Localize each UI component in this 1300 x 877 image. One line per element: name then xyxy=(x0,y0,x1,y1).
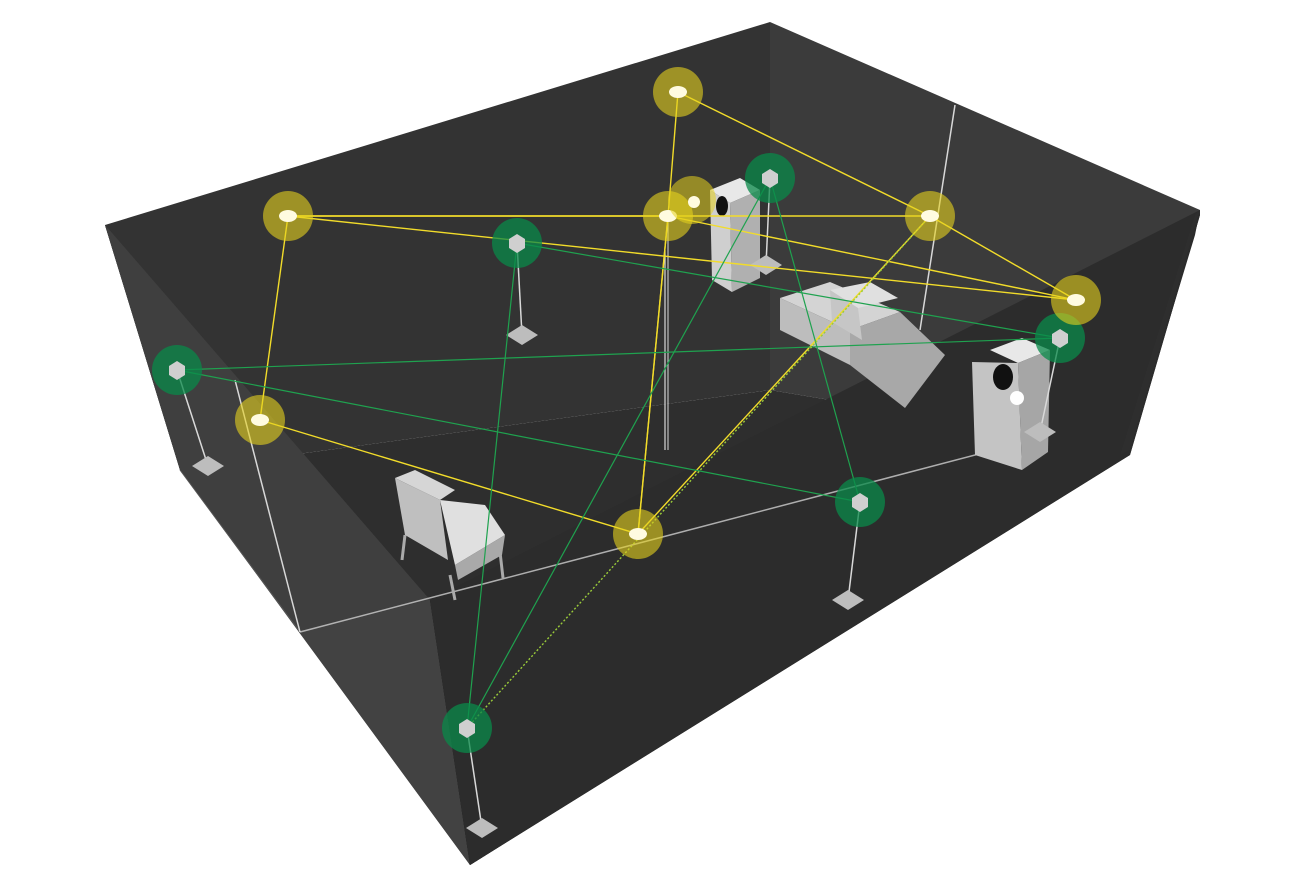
yellow-link-y6-y7 xyxy=(259,419,639,535)
stand-base-g1 xyxy=(750,255,782,275)
stand-base-g3 xyxy=(192,456,224,476)
green-link-g3-g4 xyxy=(176,337,1061,371)
stand-base-g5 xyxy=(832,590,864,610)
yellow-link-y2-y6 xyxy=(259,215,289,421)
green-mic-node-g2[interactable] xyxy=(492,218,542,268)
yellow-light-node-y1[interactable] xyxy=(653,67,703,117)
green-mic-node-g6[interactable] xyxy=(442,703,492,753)
yellow-light-node-y2[interactable] xyxy=(263,191,313,241)
yellow-light-node-y7[interactable] xyxy=(613,509,663,559)
green-mic-node-g5[interactable] xyxy=(835,477,885,527)
yellow-link-y4-y5 xyxy=(929,215,1077,301)
back-left-wall xyxy=(105,22,770,470)
green-link-g2-g6 xyxy=(466,242,518,729)
stand-base-g6 xyxy=(466,818,498,838)
furniture xyxy=(395,178,1050,601)
sofa-block xyxy=(780,282,945,408)
yellow-light-node-y8[interactable] xyxy=(668,176,716,224)
yellow-light-node-y4[interactable] xyxy=(905,191,955,241)
yellow-light-node-y5[interactable] xyxy=(1051,275,1101,325)
green-link-g3-g5 xyxy=(176,369,861,503)
yellow-link-y4-y7 xyxy=(637,215,931,535)
mic-stands xyxy=(176,177,1061,838)
mixed-link-g6-y4 xyxy=(466,215,931,729)
yellow-link-y1-y4 xyxy=(677,91,931,217)
green-link-g1-g5 xyxy=(769,177,861,503)
yellow-light-node-y6[interactable] xyxy=(235,395,285,445)
green-mic-node-g1[interactable] xyxy=(745,153,795,203)
green-link-g2-g4 xyxy=(516,242,1061,339)
stand-base-g4 xyxy=(1024,422,1056,442)
sensor-nodes xyxy=(152,67,1101,753)
stand-base-g2 xyxy=(506,325,538,345)
green-link-g1-g6 xyxy=(466,177,771,729)
green-mic-node-g3[interactable] xyxy=(152,345,202,395)
green-mic-node-g4[interactable] xyxy=(1035,313,1085,363)
yellow-link-y2-y5 xyxy=(287,215,1077,301)
connection-lines xyxy=(176,91,1077,729)
yellow-link-y3-y5 xyxy=(667,215,1077,301)
right-end-face xyxy=(1120,210,1200,455)
